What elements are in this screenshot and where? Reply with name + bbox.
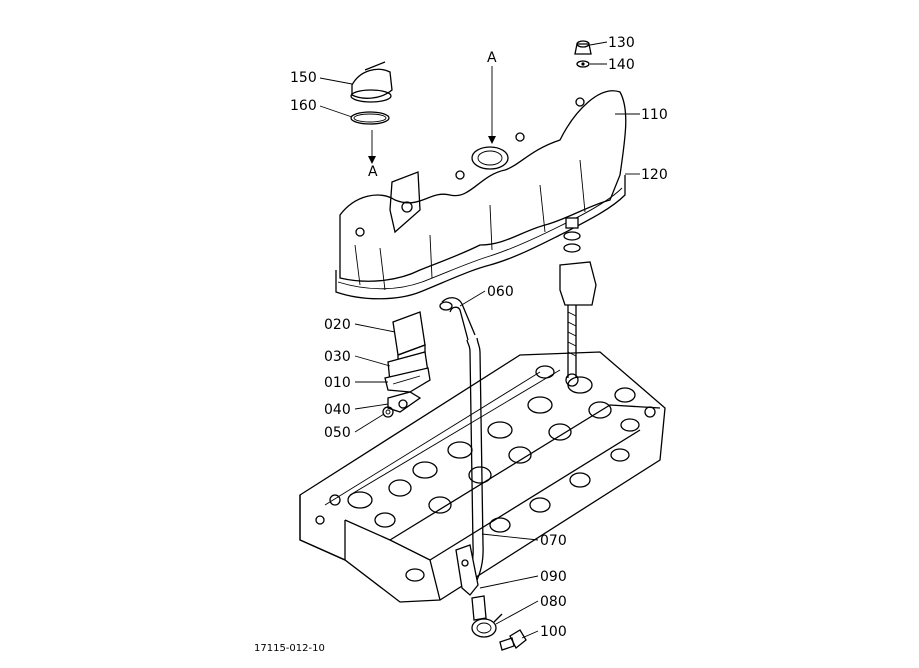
view-marker-left: A [368,164,378,180]
callout-120: 120 [641,167,668,183]
cylinder-head [299,351,666,603]
callout-150: 150 [290,70,317,86]
callout-090: 090 [540,569,567,585]
drain-hose [471,595,487,621]
callout-110: 110 [641,107,668,123]
o-ring [350,111,390,125]
callout-160: 160 [290,98,317,114]
figure-code: 17115-012-10 [254,643,325,654]
cap-nut [574,40,592,55]
callout-050: 050 [324,425,351,441]
callout-040: 040 [324,402,351,418]
callout-030: 030 [324,349,351,365]
view-marker-top: A [487,50,497,66]
pipe-clamp [455,544,479,596]
callout-130: 130 [608,35,635,51]
oil-filler-cap [350,61,393,103]
callout-060: 060 [487,284,514,300]
callout-070: 070 [540,533,567,549]
callout-140: 140 [608,57,635,73]
breather-bolt [382,406,394,418]
callout-020: 020 [324,317,351,333]
stud-assembly [559,217,597,387]
callout-080: 080 [540,594,567,610]
callout-labels: 130 140 110 120 150 160 020 030 010 040 … [290,35,668,640]
view-arrow-left [368,130,376,164]
breather-element [384,367,431,393]
breather-bracket [387,391,422,413]
view-arrow-top [488,66,496,144]
callout-100: 100 [540,624,567,640]
rocker-cover [335,90,627,300]
washer [576,60,590,68]
callout-010: 010 [324,375,351,391]
leader-lines [319,41,640,639]
breather-hose [439,297,476,341]
hex-bolt [499,629,527,651]
hose-clip [471,613,503,638]
